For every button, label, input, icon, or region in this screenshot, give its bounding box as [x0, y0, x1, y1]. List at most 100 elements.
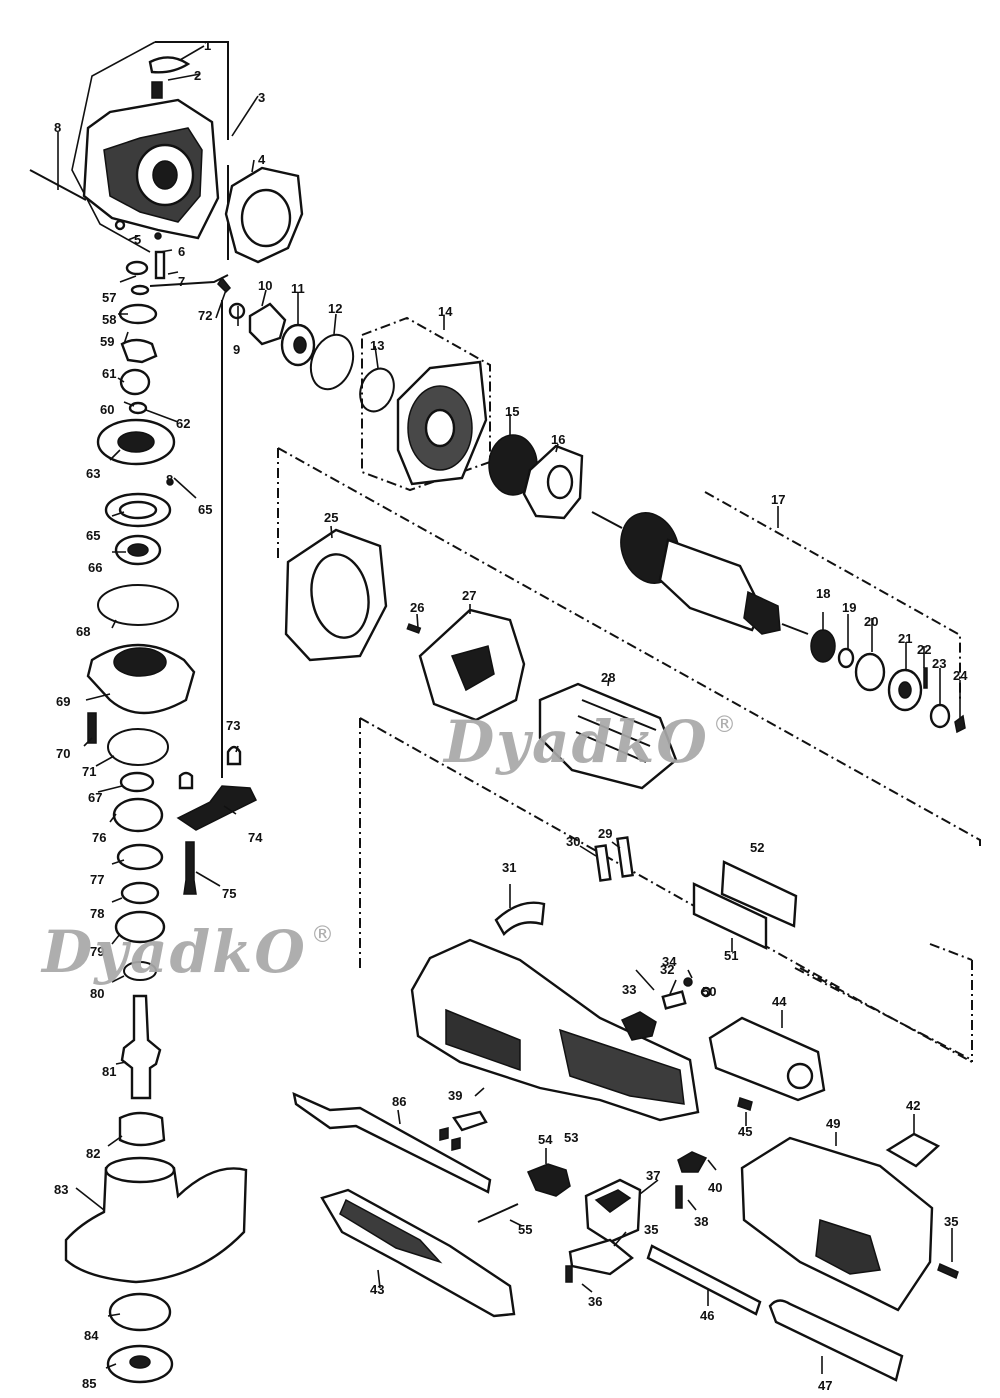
label-part-67[interactable]: 67: [88, 790, 102, 805]
part-45-screw[interactable]: [737, 1097, 753, 1111]
part-57b-ring[interactable]: [130, 284, 150, 296]
part-33-brush-holder[interactable]: [620, 1011, 657, 1041]
part-51-nameplate[interactable]: [692, 882, 768, 950]
label-part-21[interactable]: 21: [898, 631, 912, 646]
part-24-key[interactable]: [954, 714, 966, 734]
part-34-screw[interactable]: [683, 977, 693, 987]
part-26-screw[interactable]: [406, 623, 422, 634]
label-part-52[interactable]: 52: [750, 840, 764, 855]
label-part-6[interactable]: 6: [178, 244, 185, 259]
label-part-58[interactable]: 58: [102, 312, 116, 327]
label-part-19[interactable]: 19: [842, 600, 856, 615]
part-81-spindle[interactable]: [120, 994, 162, 1100]
label-part-40[interactable]: 40: [708, 1180, 722, 1195]
part-8b-screw[interactable]: [166, 478, 174, 486]
part-72-screw[interactable]: [217, 276, 232, 294]
label-part-23[interactable]: 23: [932, 656, 946, 671]
part-14-motor-cover[interactable]: [396, 360, 488, 486]
part-54-switch-contact[interactable]: [526, 1163, 571, 1197]
part-18-bearing[interactable]: [810, 629, 836, 663]
label-part-5[interactable]: 5: [134, 232, 141, 247]
label-part-17[interactable]: 17: [771, 492, 785, 507]
part-16-baffle-plate[interactable]: [522, 444, 584, 520]
part-56-switch-lever[interactable]: [292, 1091, 492, 1194]
label-part-12[interactable]: 12: [328, 301, 342, 316]
label-part-36[interactable]: 36: [588, 1294, 602, 1309]
label-part-73[interactable]: 73: [226, 718, 240, 733]
label-part-16[interactable]: 16: [551, 432, 565, 447]
label-part-76[interactable]: 76: [92, 830, 106, 845]
label-part-26[interactable]: 26: [410, 600, 424, 615]
part-50-screw[interactable]: [700, 986, 712, 998]
part-67b-nut[interactable]: [119, 771, 155, 793]
label-part-85[interactable]: 85: [82, 1376, 96, 1391]
part-76-bearing[interactable]: [112, 797, 164, 833]
part-20-insulation-washer[interactable]: [854, 652, 886, 692]
part-77-washer[interactable]: [116, 843, 164, 871]
part-84-inner-flange[interactable]: [108, 1292, 172, 1332]
part-13-o-ring[interactable]: [354, 364, 399, 416]
label-part-31[interactable]: 31: [502, 860, 516, 875]
part-12-o-ring[interactable]: [304, 329, 361, 395]
label-part-35b[interactable]: 35: [944, 1214, 958, 1229]
label-part-51[interactable]: 51: [724, 948, 738, 963]
part-73-screw[interactable]: [226, 745, 242, 766]
part-32-brush-cap[interactable]: [661, 990, 687, 1010]
label-part-15[interactable]: 15: [505, 404, 519, 419]
label-part-61[interactable]: 61: [102, 366, 116, 381]
part-37-switch[interactable]: [584, 1178, 642, 1244]
part-27-field-bracket[interactable]: [418, 608, 526, 722]
label-part-8b[interactable]: 8: [166, 472, 173, 487]
label-part-82[interactable]: 82: [86, 1146, 100, 1161]
part-42-label[interactable]: [885, 1132, 941, 1168]
label-part-25[interactable]: 25: [324, 510, 338, 525]
label-part-74[interactable]: 74: [248, 830, 263, 845]
label-part-47[interactable]: 47: [818, 1378, 832, 1393]
part-61-sleeve[interactable]: [119, 368, 151, 396]
label-part-18[interactable]: 18: [816, 586, 830, 601]
label-part-38[interactable]: 38: [694, 1214, 708, 1229]
part-11-bearing[interactable]: [280, 323, 316, 367]
label-part-86[interactable]: 86: [392, 1094, 406, 1109]
label-part-75[interactable]: 75: [222, 886, 236, 901]
part-36-screw[interactable]: [565, 1265, 573, 1283]
part-17-armature[interactable]: [591, 505, 809, 635]
part-57-screw-pair[interactable]: [439, 1127, 461, 1151]
part-5-nut[interactable]: [114, 219, 126, 231]
label-part-81[interactable]: 81: [102, 1064, 116, 1079]
label-part-37[interactable]: 37: [646, 1168, 660, 1183]
part-49-rear-cover[interactable]: [740, 1136, 934, 1312]
label-part-28[interactable]: 28: [601, 670, 615, 685]
label-part-45[interactable]: 45: [738, 1124, 752, 1139]
part-35b-screw[interactable]: [937, 1262, 959, 1280]
part-67-nut-small[interactable]: [178, 771, 194, 790]
part-6-washer[interactable]: [154, 232, 162, 240]
label-part-33[interactable]: 33: [622, 982, 636, 997]
label-part-22[interactable]: 22: [917, 642, 931, 657]
label-part-69[interactable]: 69: [56, 694, 70, 709]
part-2-spring[interactable]: [151, 81, 163, 99]
label-part-8[interactable]: 8: [54, 120, 61, 135]
label-part-72[interactable]: 72: [198, 308, 212, 323]
part-23-ring[interactable]: [929, 703, 951, 729]
label-part-49[interactable]: 49: [826, 1116, 840, 1131]
part-52-nameplate[interactable]: [720, 860, 798, 928]
part-39-motor-housing[interactable]: [410, 938, 700, 1122]
part-53-part[interactable]: [452, 1110, 488, 1132]
part-74-lever[interactable]: [176, 785, 258, 831]
label-part-63[interactable]: 63: [86, 466, 100, 481]
label-part-70[interactable]: 70: [56, 746, 70, 761]
part-79-seal[interactable]: [114, 910, 166, 944]
part-82-gear[interactable]: [118, 1111, 166, 1147]
part-38-screw[interactable]: [675, 1185, 683, 1209]
label-part-20[interactable]: 20: [864, 614, 878, 629]
label-part-54[interactable]: 54: [538, 1132, 553, 1147]
label-part-57[interactable]: 57: [102, 290, 116, 305]
part-55-rod[interactable]: [477, 1203, 519, 1223]
part-59-clip[interactable]: [120, 338, 158, 364]
label-part-66[interactable]: 66: [88, 560, 102, 575]
label-part-44[interactable]: 44: [772, 994, 787, 1009]
label-part-46[interactable]: 46: [700, 1308, 714, 1323]
label-part-59[interactable]: 59: [100, 334, 114, 349]
label-part-65[interactable]: 65: [86, 528, 100, 543]
